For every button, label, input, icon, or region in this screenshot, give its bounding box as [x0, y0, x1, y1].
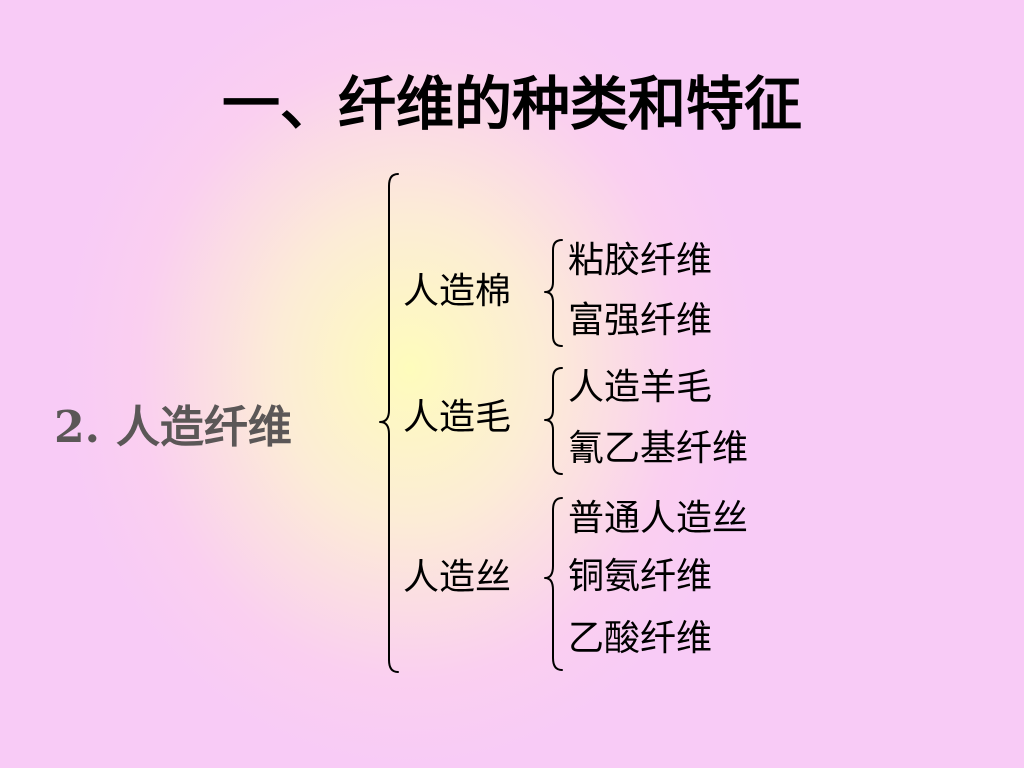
brace-rayon-wool [544, 367, 563, 475]
main-brace [379, 173, 399, 673]
list-item-acetate-fiber: 乙酸纤维 [568, 618, 713, 659]
brace-rayon-silk [544, 497, 563, 671]
category-name: 人造纤维 [115, 402, 292, 453]
group-label-rayon-wool: 人造毛 [403, 397, 512, 438]
brace-rayon-cotton [544, 239, 563, 347]
group-label-rayon-cotton: 人造棉 [403, 271, 512, 312]
category-label: 2. 人造纤维 [54, 400, 292, 456]
list-item-polynosic-fiber: 富强纤维 [568, 300, 713, 341]
list-item-viscose-fiber: 粘胶纤维 [568, 240, 713, 281]
group-label-rayon-silk: 人造丝 [403, 557, 512, 598]
list-item-artificial-wool: 人造羊毛 [568, 367, 713, 408]
list-item-ordinary-rayon: 普通人造丝 [568, 498, 749, 539]
category-number: 2. [54, 402, 100, 453]
list-item-cyanoethyl-fiber: 氰乙基纤维 [568, 428, 749, 469]
slide-title: 一、纤维的种类和特征 [221, 70, 802, 138]
list-item-cuprammonium-fiber: 铜氨纤维 [568, 556, 713, 597]
